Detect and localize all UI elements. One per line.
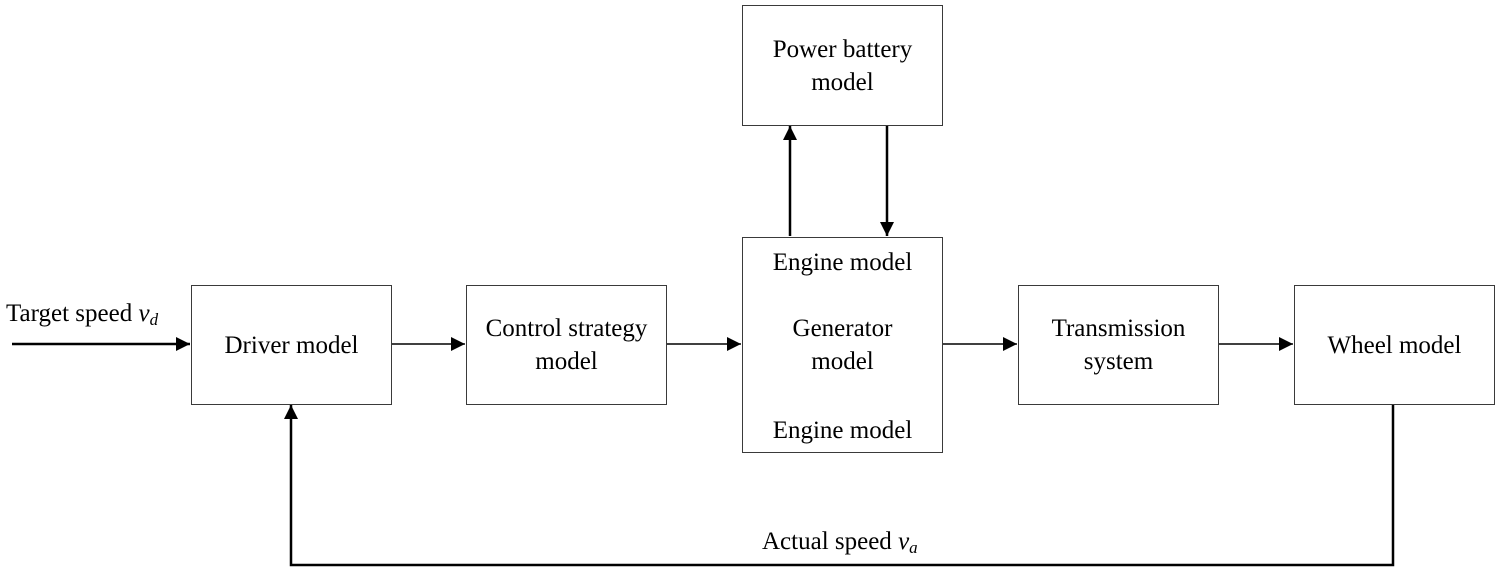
actual-speed-subscript: a	[909, 538, 918, 557]
power-battery-model-label: Power battery model	[772, 35, 913, 96]
actual-speed-label: Actual speed va	[762, 528, 918, 557]
control-strategy-model-block: Control strategy model	[466, 285, 667, 405]
actual-speed-symbol: v	[898, 528, 910, 555]
power-battery-model-block: Power battery model	[742, 5, 943, 126]
target-speed-label: Target speed vd	[6, 300, 159, 329]
driver-model-label: Driver model	[224, 331, 359, 359]
generator-model-label: Generator model	[792, 315, 893, 375]
driver-model-block: Driver model	[191, 285, 392, 405]
transmission-system-block: Transmission system	[1018, 285, 1219, 405]
target-speed-subscript: d	[149, 310, 159, 329]
engine-model-top-label: Engine model	[772, 249, 913, 276]
wheel-model-label: Wheel model	[1327, 331, 1462, 359]
target-speed-symbol: v	[138, 300, 150, 327]
engine-generator-unit-block: Engine model Generator model Engine mode…	[742, 237, 943, 453]
engine-model-bottom-label: Engine model	[772, 417, 913, 444]
actual-speed-feedback-arrow	[284, 404, 1395, 567]
wheel-model-block: Wheel model	[1294, 285, 1495, 405]
transmission-system-label: Transmission system	[1051, 315, 1186, 375]
control-strategy-model-label: Control strategy model	[485, 315, 648, 375]
